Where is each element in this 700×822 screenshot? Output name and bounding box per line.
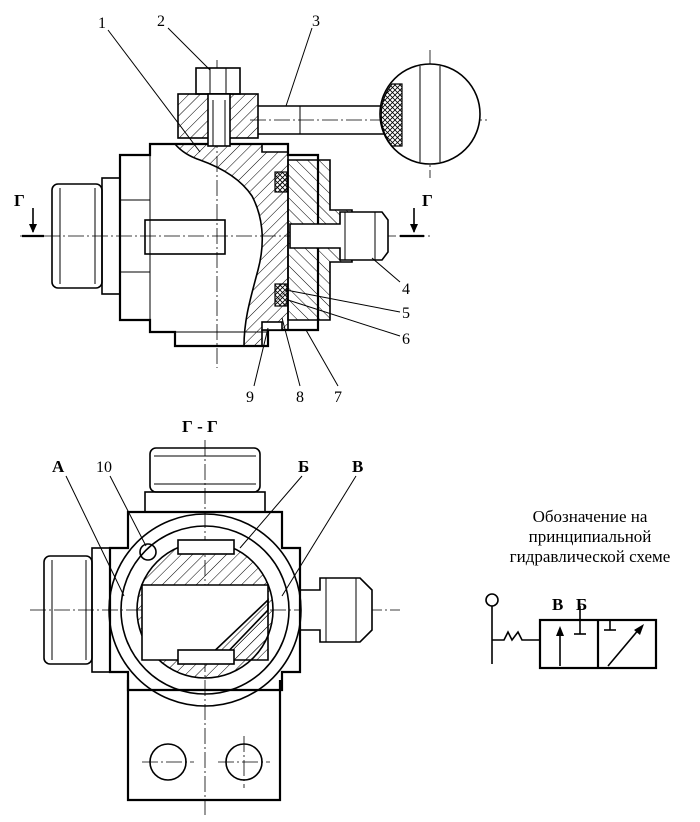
callout-1: 1: [98, 15, 106, 32]
screw-shank: [207, 93, 231, 147]
seal-5: [274, 283, 288, 307]
section-title: Г - Г: [182, 417, 218, 436]
callout-8: 8: [296, 389, 304, 406]
callout-2: 2: [157, 13, 165, 30]
callout-6: 6: [402, 331, 410, 348]
legend-caption-line-2: принципиальной: [529, 527, 652, 546]
bore-channel: [144, 219, 226, 255]
section-marker-right: Г: [400, 191, 433, 238]
label-v: В: [352, 457, 363, 476]
section-right-fitting: [299, 577, 373, 643]
outer-housing-ring: [108, 513, 302, 707]
callouts: 1 2 3 4 5 6 7 8 9: [98, 13, 410, 406]
hydraulic-symbol-legend: Обозначение на принципиальной гидравличе…: [485, 507, 671, 670]
label-b: Б: [298, 457, 309, 476]
legend-caption-line-1: Обозначение на: [533, 507, 648, 526]
lever-actuator-knob: [485, 593, 499, 607]
port-b-label: Б: [576, 595, 587, 614]
callout-5: 5: [402, 305, 410, 322]
callout-7: 7: [334, 389, 342, 406]
seal-top: [274, 171, 288, 193]
detent-symbol: [492, 630, 540, 642]
outlet-fitting: [289, 211, 389, 261]
section-view: Г - Г: [30, 417, 400, 815]
callout-10: 10: [96, 459, 112, 476]
lever-knob: [379, 63, 481, 165]
inner-housing-ring: [120, 525, 290, 695]
section-letter-right: Г: [422, 191, 433, 210]
spool-section: [173, 143, 289, 347]
callout-3: 3: [312, 13, 320, 30]
callout-9: 9: [246, 389, 254, 406]
rotor-slot: [177, 649, 235, 665]
section-marker-left: Г: [14, 191, 44, 238]
ring-9: [261, 321, 283, 331]
mount-block: [126, 680, 282, 802]
rotor-slot-top: [177, 539, 235, 555]
ball-10: [139, 543, 157, 561]
label-a: А: [52, 457, 65, 476]
rotor-divider: [203, 598, 269, 661]
assembly-view: Г Г 1 2 3 4 5 6 7 8 9: [14, 13, 490, 406]
legend-caption-line-3: гидравлической схеме: [510, 547, 671, 566]
port-v-label: В: [552, 595, 563, 614]
section-letter-left: Г: [14, 191, 25, 210]
callout-4: 4: [402, 281, 410, 298]
knob-insert: [380, 83, 403, 147]
screw-head: [195, 67, 241, 95]
